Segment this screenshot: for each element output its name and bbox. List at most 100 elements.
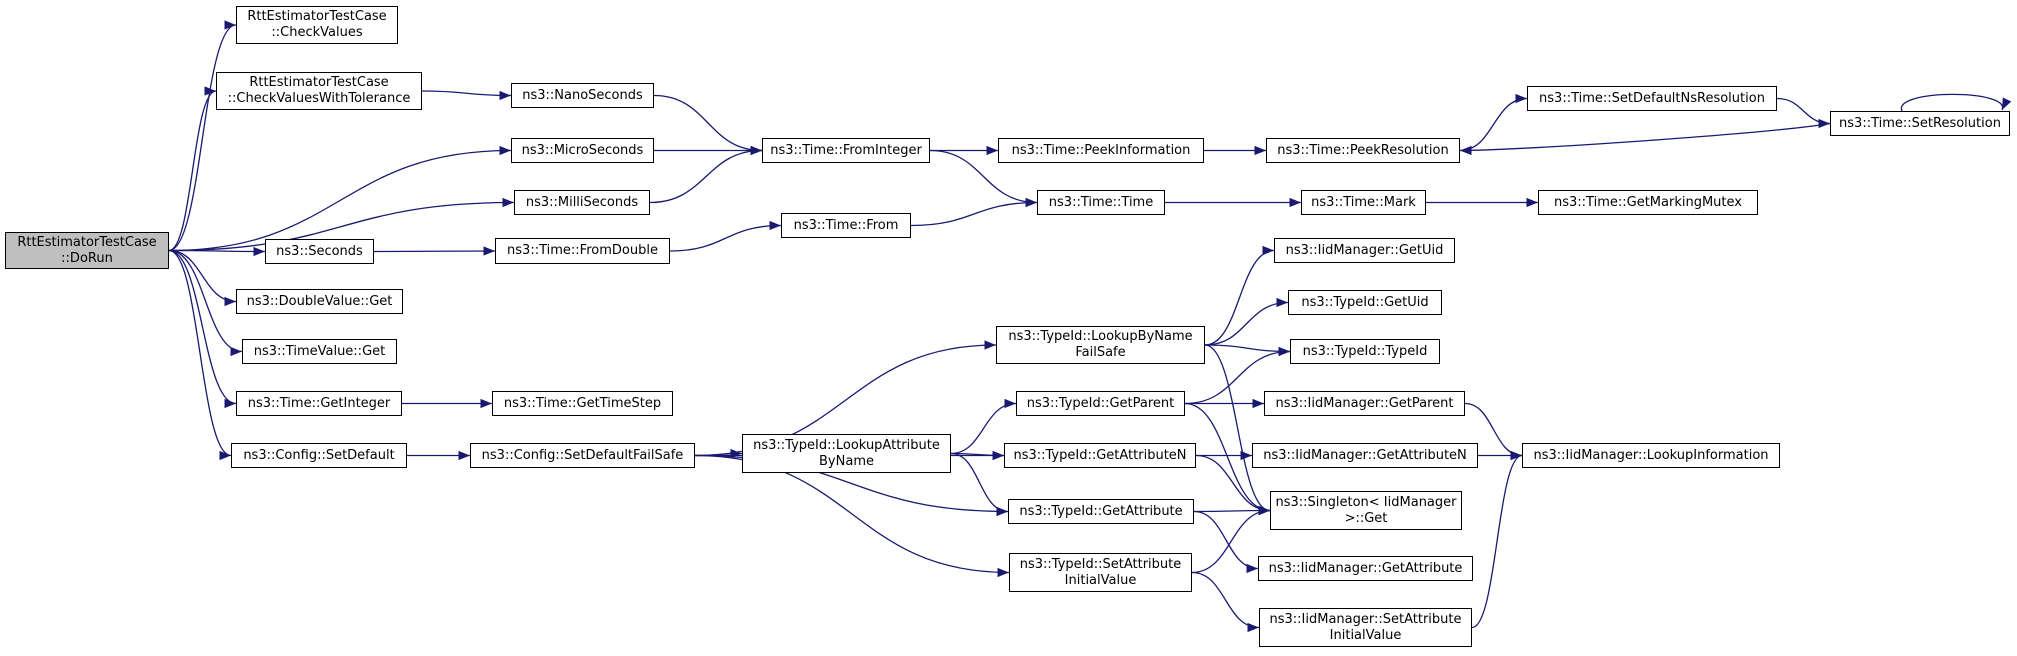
node-label: ::DoRun	[61, 250, 113, 266]
node-label: RttEstimatorTestCase	[17, 234, 157, 250]
node-milliseconds[interactable]: ns3::MilliSeconds	[514, 190, 650, 215]
node-label: ns3::TypeId::LookupByName	[1008, 329, 1193, 344]
edge-getattribute-to-singletonget	[1193, 505, 1271, 516]
node-checkvaluestol[interactable]: RttEstimatorTestCase::CheckValuesWithTol…	[216, 72, 422, 110]
node-peekinformation[interactable]: ns3::Time::PeekInformation	[998, 138, 1204, 163]
node-label: InitialValue	[1329, 627, 1402, 643]
node-peekresolution[interactable]: ns3::Time::PeekResolution	[1266, 138, 1460, 163]
node-label: >::Get	[1344, 510, 1388, 526]
node-getinteger[interactable]: ns3::Time::GetInteger	[236, 391, 402, 416]
node-label: ns3::Config::SetDefaultFailSafe	[481, 447, 684, 463]
node-fromdouble[interactable]: ns3::Time::FromDouble	[495, 238, 670, 264]
node-time[interactable]: ns3::Time::Time	[1037, 190, 1165, 215]
node-microseconds[interactable]: ns3::MicroSeconds	[511, 138, 654, 163]
edge-dorun-to-getinteger	[168, 249, 237, 409]
node-frominteger[interactable]: ns3::Time::FromInteger	[762, 138, 930, 163]
node-setdefault[interactable]: ns3::Config::SetDefault	[231, 443, 407, 468]
node-dorun[interactable]: RttEstimatorTestCase::DoRun	[5, 232, 169, 269]
node-setdefaultfailsafe[interactable]: ns3::Config::SetDefaultFailSafe	[470, 443, 695, 468]
node-label: ::CheckValuesWithTolerance	[227, 91, 411, 106]
edge-peekresolution-to-setdefaultnsresolution	[1459, 93, 1528, 152]
node-gettimestep[interactable]: ns3::Time::GetTimeStep	[492, 391, 673, 416]
node-label: ns3::Config::SetDefault	[243, 447, 395, 463]
node-label: ns3::TypeId::GetParent	[1026, 395, 1175, 411]
node-timevalueget[interactable]: ns3::TimeValue::Get	[242, 339, 397, 364]
node-getattributen[interactable]: ns3::TypeId::GetAttributeN	[1004, 443, 1196, 468]
edge-dorun-to-doublevalueget	[168, 249, 237, 307]
edge-lookupbynamefailsafe-to-typeidtypeid	[1204, 344, 1291, 357]
node-label: ns3::Time::Time	[1048, 194, 1154, 210]
edge-lookupbynamefailsafe-to-singletonget	[1204, 344, 1271, 516]
node-label: ns3::Singleton< IidManager	[1275, 494, 1457, 510]
edge-dorun-to-setdefault	[168, 249, 232, 461]
node-label: ns3::IidManager::GetParent	[1275, 395, 1454, 411]
node-label: ns3::TypeId::GetAttribute	[1019, 503, 1183, 519]
edge-lookupattributebyname-to-getattributen	[950, 450, 1005, 461]
node-iidgetuid[interactable]: ns3::IidManager::GetUid	[1274, 238, 1455, 263]
node-label: ByName	[819, 453, 874, 469]
node-singletonget[interactable]: ns3::Singleton< IidManager >::Get	[1270, 491, 1462, 530]
node-seconds[interactable]: ns3::Seconds	[265, 239, 374, 264]
node-iidgetattributen[interactable]: ns3::IidManager::GetAttributeN	[1252, 443, 1478, 468]
node-label: ns3::MilliSeconds	[525, 194, 639, 210]
node-label: ns3::Time::SetResolution	[1839, 115, 2001, 131]
node-label: ns3::Time::GetTimeStep	[503, 395, 662, 411]
node-iidgetparent[interactable]: ns3::IidManager::GetParent	[1264, 391, 1465, 416]
node-label: ns3::TypeId::GetUid	[1301, 294, 1429, 310]
edge-dorun-to-checkvalues	[168, 20, 237, 252]
node-label: RttEstimatorTestCase	[249, 75, 389, 90]
edge-lookupattributebyname-to-getparent	[950, 398, 1017, 455]
node-label: ns3::Time::FromInteger	[770, 142, 922, 158]
node-label: ns3::Time::SetDefaultNsResolution	[1539, 90, 1765, 106]
node-label: ns3::MicroSeconds	[521, 142, 644, 158]
edge-dorun-to-timevalueget	[168, 249, 243, 357]
node-label: ns3::IidManager::SetAttribute	[1269, 611, 1462, 627]
node-label: ns3::TimeValue::Get	[253, 343, 386, 359]
node-label: RttEstimatorTestCase	[247, 9, 387, 24]
node-label: ns3::TypeId::LookupAttribute	[753, 437, 940, 453]
node-from[interactable]: ns3::Time::From	[781, 213, 911, 238]
node-getattribute[interactable]: ns3::TypeId::GetAttribute	[1008, 499, 1194, 524]
edge-lookupbynamefailsafe-to-iidgetuid	[1204, 245, 1275, 346]
node-typeidtypeid[interactable]: ns3::TypeId::TypeId	[1290, 339, 1440, 364]
node-label: ns3::Time::FromDouble	[507, 243, 658, 258]
node-iidgetattribute[interactable]: ns3::IidManager::GetAttribute	[1258, 556, 1473, 581]
node-label: ns3::IidManager::GetAttributeN	[1263, 447, 1467, 463]
node-label: ns3::DoubleValue::Get	[246, 293, 393, 309]
node-mark[interactable]: ns3::Time::Mark	[1301, 190, 1426, 215]
edge-setattributeinitialvalue-to-singletonget	[1191, 505, 1271, 574]
edge-milliseconds-to-frominteger	[649, 145, 763, 204]
node-checkvalues[interactable]: RttEstimatorTestCase::CheckValues	[236, 6, 398, 44]
edge-dorun-to-seconds	[168, 246, 266, 257]
node-label: ns3::Time::GetMarkingMutex	[1554, 194, 1742, 210]
node-label: InitialValue	[1064, 572, 1137, 588]
node-setdefaultnsresolution[interactable]: ns3::Time::SetDefaultNsResolution	[1527, 86, 1777, 111]
node-label: ns3::IidManager::LookupInformation	[1533, 447, 1769, 463]
node-doublevalueget[interactable]: ns3::DoubleValue::Get	[236, 289, 403, 314]
edge-setresolution-to-peekresolution	[1459, 122, 1831, 156]
edge-lookupattributebyname-to-getattribute	[950, 452, 1009, 517]
node-label: ns3::Time::GetInteger	[247, 395, 391, 411]
edge-from-to-time	[910, 197, 1038, 227]
node-getparent[interactable]: ns3::TypeId::GetParent	[1016, 391, 1185, 416]
edge-setattributeinitialvalue-to-iidsetattributeinitialvalue	[1191, 571, 1260, 633]
node-lookupinformation[interactable]: ns3::IidManager::LookupInformation	[1522, 443, 1780, 468]
node-getmarkingmutex[interactable]: ns3::Time::GetMarkingMutex	[1538, 190, 1758, 215]
edge-checkvaluestol-to-nanoseconds	[421, 90, 512, 101]
node-label: ns3::Time::PeekResolution	[1277, 142, 1449, 158]
node-label: ns3::Seconds	[276, 243, 363, 259]
edge-iidsetattributeinitialvalue-to-lookupinformation	[1471, 450, 1523, 629]
node-label: ns3::Time::Mark	[1311, 194, 1416, 210]
node-nanoseconds[interactable]: ns3::NanoSeconds	[511, 83, 654, 108]
edge-dorun-to-milliseconds	[168, 197, 515, 252]
node-setresolution[interactable]: ns3::Time::SetResolution	[1830, 111, 2010, 136]
node-typeidgetuid[interactable]: ns3::TypeId::GetUid	[1288, 290, 1442, 315]
node-label: ns3::TypeId::TypeId	[1302, 343, 1428, 359]
edge-frominteger-to-time	[929, 149, 1038, 208]
